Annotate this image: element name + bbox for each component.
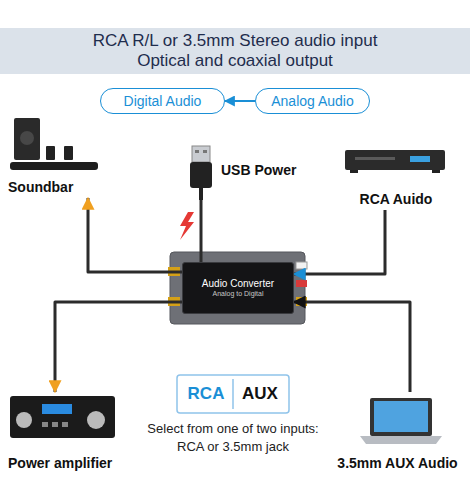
cable-connector [55,302,182,392]
aux-laptop-device: 3.5mm AUX Audio [330,392,465,474]
amplifier-icon [10,396,115,438]
soundbar-body [10,162,98,170]
dvd-display [410,156,430,162]
rca-white-jack [296,262,307,269]
dvd-foot [432,170,440,173]
rca-red-jack [296,280,307,287]
cable-connector [200,200,203,262]
amp-knob [16,412,32,428]
amp-button [62,422,68,427]
usb-metal [192,146,210,162]
power-amplifier-device: Power amplifier [5,392,130,474]
usb-hole [203,150,207,153]
amp-button [42,422,48,427]
node-text: Power amplifier [8,455,112,471]
selector-frame [177,375,289,413]
converter-body [170,252,305,324]
node-text: Analog to Digital [213,290,264,298]
laptop-display [374,401,428,432]
soundbar-device: Soundbar [5,116,105,198]
node-text: 3.5mm AUX Audio [337,455,457,471]
analog-audio-pill: Analog Audio [255,88,370,114]
amp-body [10,396,115,438]
dvd-foot [350,170,358,173]
subwoofer [14,118,40,160]
soundbar-icon [10,118,98,170]
selector-caption: Select from one of two inputs: RCA or 3.… [133,420,333,455]
amp-display [42,404,72,414]
rca-audio-device: RCA Auido [340,146,452,210]
title-holder: RCA R/L or 3.5mm Stereo audio input Opti… [0,28,470,74]
laptop-screen [370,398,432,436]
cable-connector [294,210,385,274]
node-text: AUX [242,384,278,404]
amp-knob [87,411,105,429]
subwoofer-cone [20,131,34,145]
diagram-title: RCA R/L or 3.5mm Stereo audio input Opti… [70,31,400,72]
aux-select-cell: AUX [234,378,286,410]
usb-tail [199,188,203,200]
converter-panel: Audio ConverterAnalog to Digital [182,262,294,314]
node-text: Digital Audio [124,93,202,109]
digital-audio-pill: Digital Audio [100,88,225,114]
power-bolt [180,212,194,240]
satellite-speaker [46,146,55,160]
usb-power-device: USB Power [185,140,305,200]
dvd-player-icon [345,150,445,173]
cable-connector [294,302,410,392]
dvd-slot [355,157,395,160]
node-text: RCA Auido [360,191,433,207]
satellite-speaker [64,146,73,160]
laptop-icon [360,398,442,444]
node-text: Audio Converter [202,278,274,290]
dvd-body [345,150,445,170]
cable-connector [225,100,255,102]
node-text: Soundbar [8,179,73,195]
selector-divider [232,379,234,409]
converter-housing [168,252,307,324]
rca-select-cell: RCA [180,378,232,410]
amp-button [52,422,58,427]
title-band [0,28,470,74]
node-text: RCA [188,384,225,404]
node-text: Analog Audio [271,93,354,109]
usb-body [190,162,212,188]
cable-connector [88,198,182,272]
usb-plug-icon [190,146,212,200]
laptop-base [360,436,442,444]
node-text: USB Power [221,162,296,178]
usb-hole [195,150,199,153]
